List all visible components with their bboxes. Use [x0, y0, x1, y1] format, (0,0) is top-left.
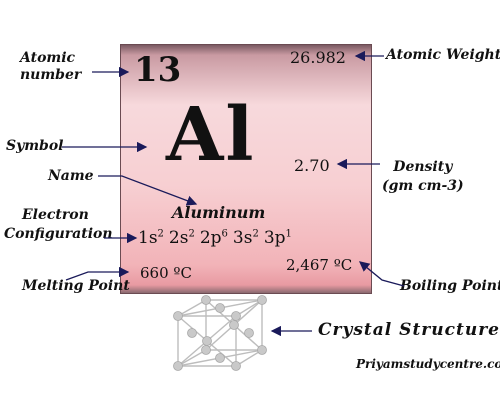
element-symbol: Al [166, 92, 256, 178]
melting-point-value: 660 ºC [140, 264, 192, 282]
boiling-point-value: 2,467 ºC [286, 256, 353, 274]
density-value: 2.70 [294, 156, 330, 175]
orbital-term: 3p1 [263, 228, 292, 248]
arrow-boiling-point [358, 261, 405, 287]
electron-configuration-label: Electron Configuration [4, 207, 113, 242]
atomic-weight-label: Atomic Weight [386, 47, 500, 63]
orbital-term: 2s2 [168, 228, 195, 248]
crystal-structure-icon [173, 295, 267, 371]
symbol-label: Symbol [6, 138, 64, 154]
arrow-melting-point [65, 266, 130, 281]
atomic-weight-value: 26.982 [290, 48, 346, 67]
arrow-name [98, 175, 198, 206]
boiling-point-label: Boiling Point [400, 278, 500, 294]
watermark: Priyamstudycentre.com [356, 357, 500, 371]
atomic-number-value: 13 [134, 50, 182, 90]
orbital-term: 3s2 [232, 228, 259, 248]
melting-point-label: Melting Point [22, 278, 130, 294]
density-label: Density (gm cm-3) [382, 159, 464, 194]
orbital-term: 2p6 [199, 228, 228, 248]
element-name: Aluminum [172, 203, 266, 222]
name-label: Name [48, 168, 94, 184]
orbital-term: 1s2 [138, 228, 164, 248]
crystal-structure-label: Crystal Structure [318, 320, 500, 340]
element-tile [120, 44, 372, 294]
atomic-number-label: Atomic number [20, 50, 82, 83]
